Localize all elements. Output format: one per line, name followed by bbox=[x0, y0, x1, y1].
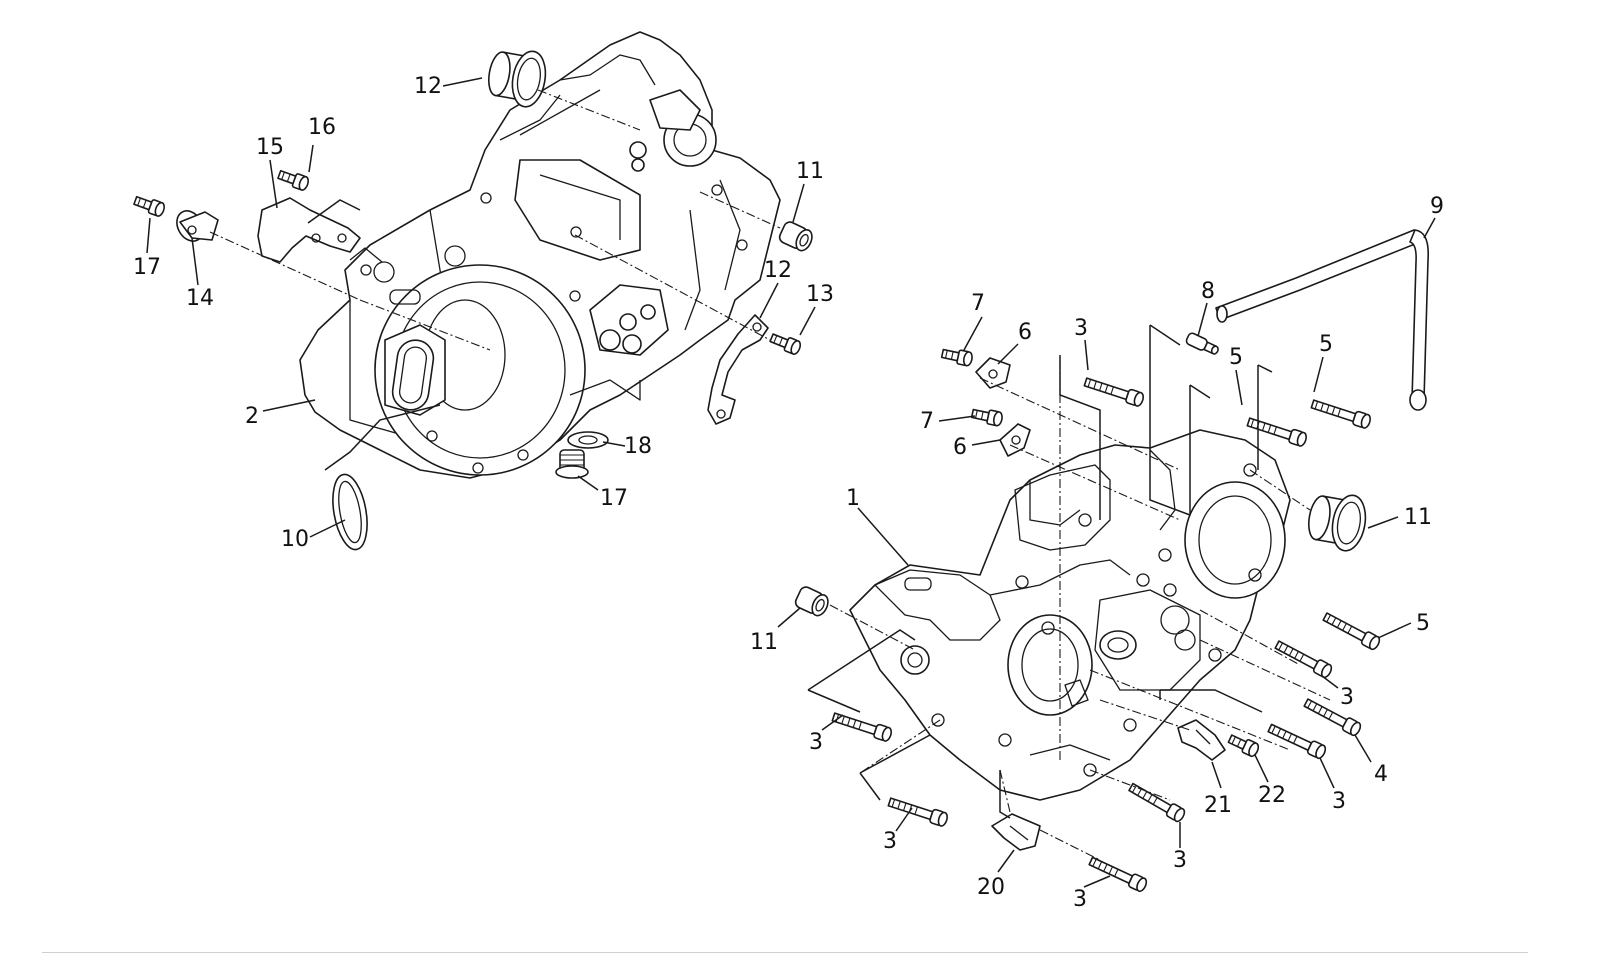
callout-11-left: 11 bbox=[750, 630, 778, 655]
callout-14: 13 bbox=[806, 282, 834, 307]
callout-5-top-left: 5 bbox=[1229, 345, 1243, 370]
callout-7-mid: 7 bbox=[920, 409, 934, 434]
callout-9: 9 bbox=[1430, 194, 1444, 219]
callout-3-left: 3 bbox=[809, 730, 823, 755]
callout-6-top: 6 bbox=[1018, 320, 1032, 345]
callout-3-right: 3 bbox=[1340, 685, 1354, 710]
callout-17-top: 16 bbox=[308, 115, 336, 140]
callout-12-right: 11 bbox=[1404, 505, 1432, 530]
callout-16: 15 bbox=[256, 135, 284, 160]
callout-19: 18 bbox=[624, 434, 652, 459]
callout-21: 21 bbox=[1204, 793, 1232, 818]
right-half-hardware bbox=[792, 229, 1430, 894]
callout-3-top: 3 bbox=[1074, 316, 1088, 341]
callout-4: 4 bbox=[1374, 762, 1388, 787]
callout-7-top: 7 bbox=[971, 291, 985, 316]
callout-17-left: 17 bbox=[133, 255, 161, 280]
callout-22: 22 bbox=[1258, 783, 1286, 808]
left-crankcase-half bbox=[299, 31, 781, 479]
callout-15: 14 bbox=[186, 286, 214, 311]
callout-20: 20 bbox=[977, 875, 1005, 900]
callout-10: 10 bbox=[281, 527, 309, 552]
callout-leaders bbox=[146, 77, 1436, 888]
right-crankcase-half bbox=[849, 429, 1291, 801]
callout-5-top-right: 5 bbox=[1319, 332, 1333, 357]
page-divider bbox=[42, 952, 1528, 953]
callout-labels: 12 11 16 15 17 14 12 13 2 18 17 10 9 8 7… bbox=[133, 74, 1444, 912]
callout-3-lower-left: 3 bbox=[883, 829, 897, 854]
callout-3-lower-right: 3 bbox=[1332, 789, 1346, 814]
callout-11-top: 11 bbox=[796, 159, 824, 184]
left-half-hardware bbox=[132, 43, 816, 551]
callout-12-top: 12 bbox=[414, 74, 442, 99]
callout-13: 12 bbox=[764, 258, 792, 283]
assembly-axis-lines bbox=[209, 89, 1331, 861]
callout-8: 8 bbox=[1201, 279, 1215, 304]
callout-6-mid: 6 bbox=[953, 435, 967, 460]
callout-5-right: 5 bbox=[1416, 611, 1430, 636]
callout-3-bottom: 3 bbox=[1073, 887, 1087, 912]
callout-18: 17 bbox=[600, 486, 628, 511]
callout-3-bottom-center: 3 bbox=[1173, 848, 1187, 873]
callout-1: 1 bbox=[846, 486, 860, 511]
callout-2: 2 bbox=[245, 404, 259, 429]
